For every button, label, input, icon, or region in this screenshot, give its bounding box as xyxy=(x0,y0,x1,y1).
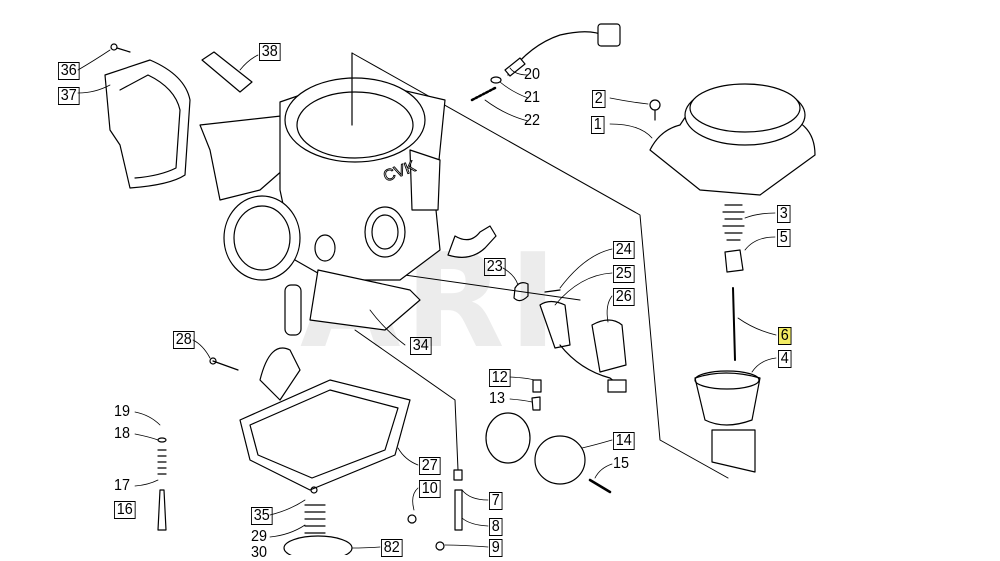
choke-cable xyxy=(470,23,621,102)
mixture-screw xyxy=(513,282,627,393)
leader-lines xyxy=(77,49,777,549)
part-label-26[interactable]: 26 xyxy=(613,288,635,306)
part-label-82[interactable]: 82 xyxy=(381,539,403,557)
float-assembly xyxy=(485,379,612,494)
part-label-1[interactable]: 1 xyxy=(591,116,605,134)
part-label-14[interactable]: 14 xyxy=(613,432,635,450)
part-label-9[interactable]: 9 xyxy=(489,539,503,557)
part-label-6-highlighted[interactable]: 6 xyxy=(778,327,792,345)
part-label-17[interactable]: 17 xyxy=(114,477,131,494)
jets-and-springs xyxy=(304,469,463,551)
pilot-screw-set xyxy=(157,357,239,531)
part-label-30[interactable]: 30 xyxy=(251,544,268,561)
part-label-27[interactable]: 27 xyxy=(419,457,441,475)
part-label-19[interactable]: 19 xyxy=(114,403,131,420)
part-label-37[interactable]: 37 xyxy=(58,87,80,105)
needle-assembly xyxy=(694,204,761,473)
part-label-15[interactable]: 15 xyxy=(613,455,630,472)
part-label-29[interactable]: 29 xyxy=(251,528,268,545)
part-label-13[interactable]: 13 xyxy=(489,390,506,407)
part-label-23[interactable]: 23 xyxy=(484,258,506,276)
part-label-10[interactable]: 10 xyxy=(419,480,441,498)
part-label-16[interactable]: 16 xyxy=(114,501,136,519)
part-label-21[interactable]: 21 xyxy=(524,89,541,106)
part-label-3[interactable]: 3 xyxy=(777,205,791,223)
airbox-cover xyxy=(104,43,191,189)
part-label-36[interactable]: 36 xyxy=(58,62,80,80)
part-label-35[interactable]: 35 xyxy=(251,507,273,525)
part-label-24[interactable]: 24 xyxy=(613,241,635,259)
part-label-28[interactable]: 28 xyxy=(173,331,195,349)
part-label-34[interactable]: 34 xyxy=(410,337,432,355)
part-label-5[interactable]: 5 xyxy=(777,229,791,247)
part-label-2[interactable]: 2 xyxy=(592,90,606,108)
part-label-8[interactable]: 8 xyxy=(489,518,503,536)
top-cap xyxy=(649,83,816,196)
part-label-18[interactable]: 18 xyxy=(114,425,131,442)
hose-38 xyxy=(201,51,253,93)
part-label-25[interactable]: 25 xyxy=(613,265,635,283)
carburetor-body: CVK xyxy=(199,52,497,336)
part-label-38[interactable]: 38 xyxy=(259,43,281,61)
part-label-22[interactable]: 22 xyxy=(524,112,541,129)
float-bowl xyxy=(239,347,411,555)
part-label-4[interactable]: 4 xyxy=(778,350,792,368)
part-label-20[interactable]: 20 xyxy=(524,66,541,83)
part-label-7[interactable]: 7 xyxy=(489,492,503,510)
part-label-12[interactable]: 12 xyxy=(489,369,511,387)
